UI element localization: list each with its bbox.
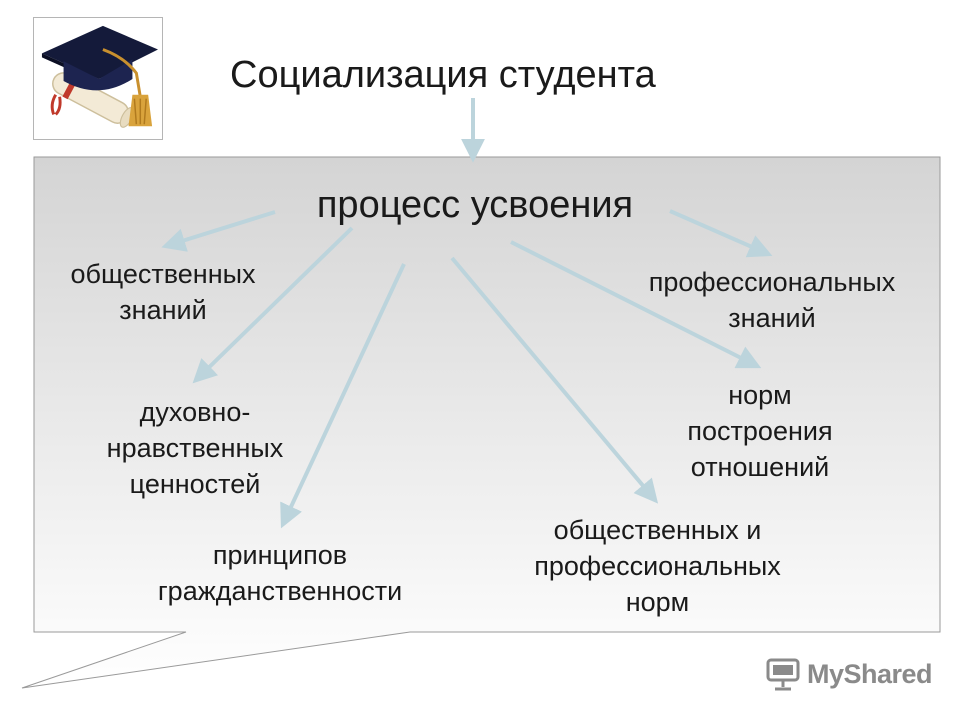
branch-spiritual-values: духовно- нравственных ценностей: [80, 394, 310, 502]
arrow-to-professional-knowledge: [669, 209, 773, 258]
arrow-to-social-knowledge: [161, 210, 276, 252]
center-node-label: процесс усвоения: [316, 184, 634, 226]
branch-line: построения: [687, 416, 833, 446]
branch-professional-knowledge: профессиональных знаний: [622, 264, 922, 336]
branch-line: знаний: [119, 295, 207, 325]
slide-title: Социализация студента: [230, 54, 656, 96]
branch-citizenship-principles: принципов гражданственности: [130, 537, 430, 609]
branch-line: норм: [625, 587, 690, 617]
graduation-cap-diploma-icon: [41, 25, 159, 128]
branch-line: духовно-: [139, 397, 251, 427]
arrow-to-social-professional-norms: [450, 256, 659, 504]
branch-social-professional-norms: общественных и профессиональных норм: [505, 512, 810, 620]
arrow-to-citizenship-principles: [280, 263, 406, 529]
presentation-board-icon: [766, 658, 800, 691]
branch-relationship-norms: норм построения отношений: [660, 377, 860, 485]
center-node: процесс усвоения: [290, 183, 660, 227]
branch-line: ценностей: [129, 469, 261, 499]
branch-line: знаний: [728, 303, 816, 333]
arrow-to-spiritual-values: [192, 226, 354, 384]
branch-line: отношений: [690, 452, 830, 482]
branch-line: норм: [728, 380, 792, 410]
graduation-cap-logo: [33, 17, 163, 140]
branch-line: профессиональных: [534, 551, 781, 581]
branch-line: общественных и: [553, 515, 762, 545]
callout-panel: [21, 156, 941, 689]
watermark-text: MyShared: [807, 658, 933, 689]
branch-line: нравственных: [106, 433, 284, 463]
branch-line: принципов: [212, 540, 348, 570]
branch-line: гражданственности: [157, 576, 403, 606]
branch-social-knowledge: общественных знаний: [50, 256, 276, 328]
myshared-watermark: MyShared: [765, 654, 933, 694]
arrow-to-relationship-norms: [510, 240, 762, 369]
branch-line: общественных: [70, 259, 256, 289]
branch-line: профессиональных: [648, 267, 896, 297]
